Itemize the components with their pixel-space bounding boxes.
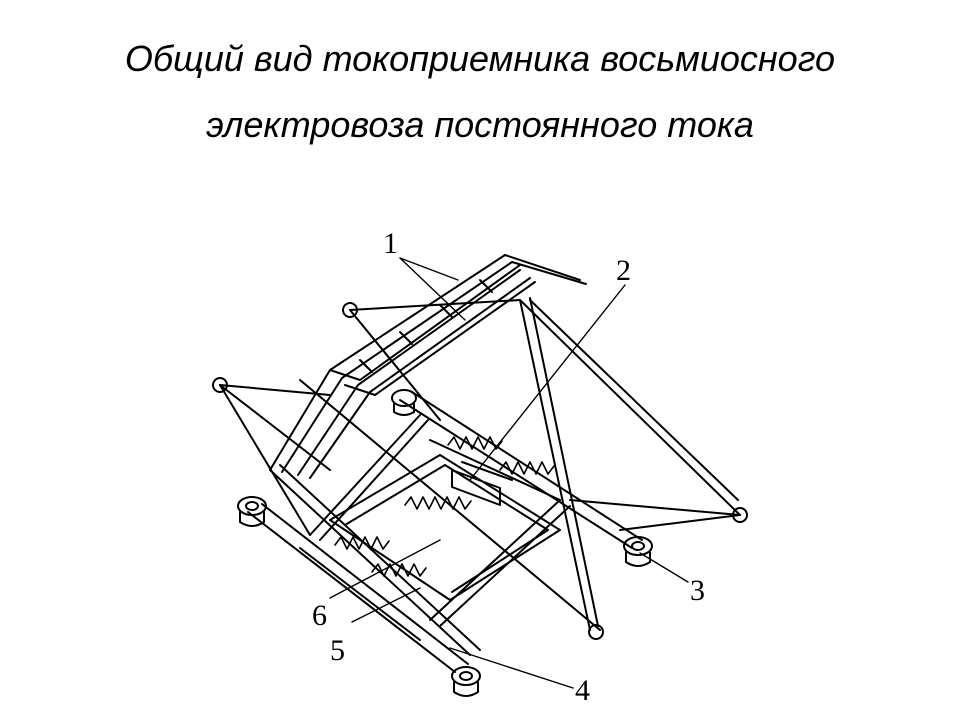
title-line-1: Общий вид токоприемника восьмиосного [124, 38, 836, 79]
leader-6 [329, 539, 441, 599]
upper-arms [219, 299, 741, 536]
insulators [237, 389, 653, 697]
label-2: 2 [616, 254, 631, 287]
spring-back [447, 436, 503, 450]
title-line-2: электровоза постоянного тока [206, 104, 754, 145]
label-1: 1 [383, 227, 398, 260]
leader-5 [351, 587, 421, 623]
label-6: 6 [312, 599, 327, 632]
spring-right [499, 461, 555, 475]
insulator-right [623, 536, 653, 567]
leader-1b [399, 257, 459, 281]
leader-3 [639, 552, 689, 583]
insulator-front [451, 666, 481, 697]
springs [334, 436, 555, 577]
current-collector [269, 254, 587, 479]
leader-lines [329, 257, 689, 689]
label-4: 4 [575, 674, 590, 707]
spring-middle [404, 496, 472, 510]
leader-2 [469, 284, 626, 481]
leader-4 [449, 647, 574, 689]
hinges [212, 302, 748, 640]
base-frame [247, 391, 643, 673]
insulator-back [391, 389, 417, 416]
spring-front [334, 536, 390, 550]
spring-lower [371, 563, 427, 577]
insulator-left [237, 496, 267, 527]
label-5: 5 [330, 634, 345, 667]
leader-1a [399, 257, 466, 321]
label-3: 3 [690, 574, 705, 607]
pneumatic-cylinder [429, 439, 561, 506]
